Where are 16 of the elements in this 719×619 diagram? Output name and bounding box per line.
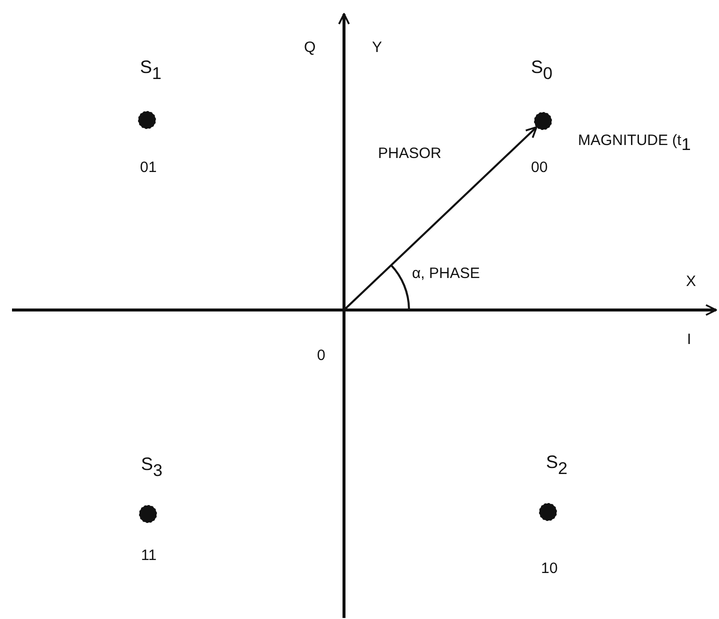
axis-label: I	[687, 332, 692, 347]
bit-label: 11	[141, 548, 157, 563]
axis-label: X	[686, 274, 696, 289]
edge-label: PHASOR	[378, 146, 442, 161]
constellation-point	[534, 112, 552, 130]
phasor-arrow	[343, 126, 538, 311]
constellation-point	[538, 502, 558, 522]
bit-label: 00	[531, 160, 548, 175]
constellation-point	[138, 504, 158, 524]
bit-label: 10	[541, 561, 558, 576]
axis-label: Q	[304, 40, 316, 55]
origin-label: 0	[317, 348, 326, 363]
phase-label: α, PHASE	[412, 266, 480, 281]
bit-label: 01	[140, 160, 157, 175]
constellation-point	[138, 110, 156, 130]
axis-label: Y	[372, 40, 382, 55]
